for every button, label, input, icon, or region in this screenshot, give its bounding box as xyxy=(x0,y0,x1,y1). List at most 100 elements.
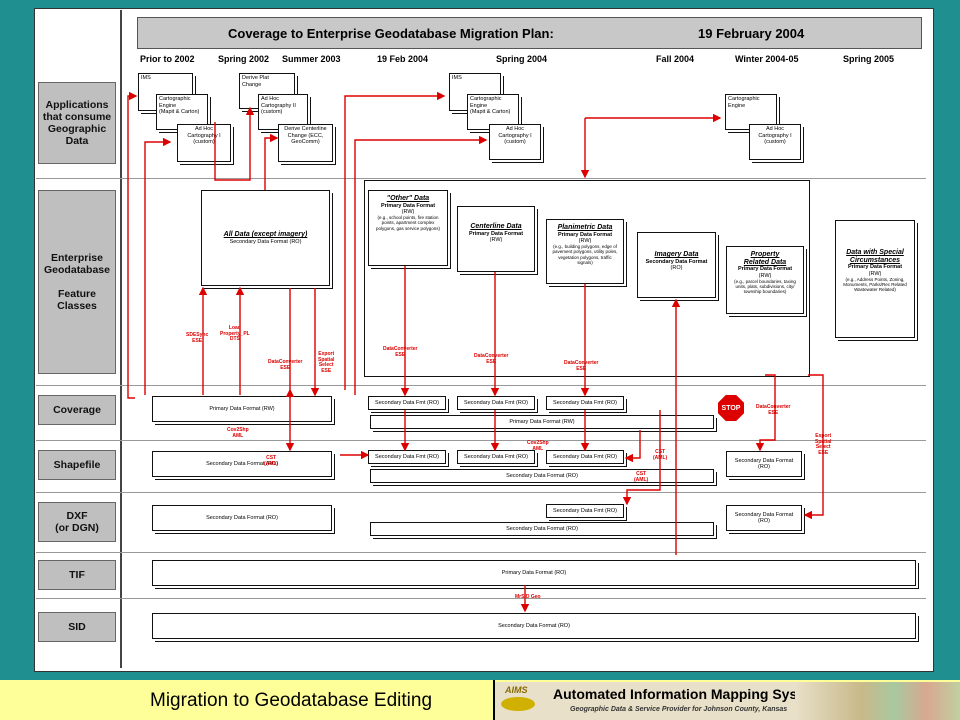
arrow xyxy=(214,106,255,181)
row-divider xyxy=(36,385,926,386)
title-bar: Coverage to Enterprise Geodatabase Migra… xyxy=(137,17,922,49)
sdesync-label: SDESync ESE xyxy=(186,332,209,344)
timeline-label: Fall 2004 xyxy=(656,54,695,64)
dxf-secondary-format: Secondary Data Format (RO) xyxy=(152,505,332,531)
stop-sign-icon: STOP xyxy=(718,395,744,421)
centerline-format: Primary Data Format xyxy=(468,230,524,237)
app-cartographic-engine: Cartographic Engine (Mapit & Carton) xyxy=(156,94,208,130)
coverage-secondary-fmt: Secondary Data Fmt (RO) xyxy=(368,396,446,410)
coverage-primary-wide: Primary Data Format (RW) xyxy=(370,415,714,429)
other-data-format: Primary Data Format xyxy=(380,202,436,209)
shapefile-secondary-format: Secondary Data Format (RO) xyxy=(152,451,332,477)
export-spatial-label: Export Spatial Select ESE xyxy=(318,351,335,374)
all-data-format: Secondary Data Format (RO) xyxy=(229,238,302,245)
category-shapefile: Shapefile xyxy=(38,450,116,480)
cov2shp-label: Cov2Shp AML xyxy=(227,427,249,439)
category-tif: TIF xyxy=(38,560,116,590)
dataconverter-label: DataConverter ESE xyxy=(474,353,509,365)
coverage-secondary-fmt: Secondary Data Fmt (RO) xyxy=(546,396,624,410)
dataconverter-label: DataConverter ESE xyxy=(756,404,791,416)
all-data-box: All Data (except imagery) Secondary Data… xyxy=(201,190,330,286)
special-format: Primary Data Format xyxy=(847,264,903,271)
page-title: Coverage to Enterprise Geodatabase Migra… xyxy=(228,25,554,41)
row-divider xyxy=(36,492,926,493)
arrow xyxy=(803,374,824,520)
app-ad-hoc-cartography-2004: Ad Hoc Cartography I (custom) xyxy=(489,124,541,160)
cst-label: CST (AML) xyxy=(653,449,668,461)
logo-map-image xyxy=(795,682,960,720)
arrow xyxy=(144,137,172,395)
planimetric-desc: (e.g., building polygons, edge of paveme… xyxy=(552,244,618,265)
timeline-label: Winter 2004-05 xyxy=(735,54,799,64)
arrow xyxy=(264,133,279,190)
row-divider xyxy=(36,598,926,599)
shapefile-right-format: Secondary Data Format (RO) xyxy=(726,451,802,477)
logo-subtitle: Geographic Data & Service Provider for J… xyxy=(570,706,788,713)
other-data-box: "Other" Data Primary Data Format (RW) (e… xyxy=(368,190,448,266)
logo-title: Automated Information Mapping System xyxy=(553,686,823,702)
dxf-right-format: Secondary Data Format (RO) xyxy=(726,505,802,531)
property-title: Property Related Data xyxy=(743,251,787,266)
tif-primary-format: Primary Data Format (RO) xyxy=(152,560,916,586)
timeline-label: Spring 2004 xyxy=(496,54,548,64)
timeline-label: Spring 2002 xyxy=(218,54,270,64)
dataconverter-label: DataConverter ESE xyxy=(564,360,599,372)
imagery-ro: (RO) xyxy=(670,265,683,271)
other-data-rw: (RW) xyxy=(401,209,415,215)
special-data-box: Data with Special Circumstances Primary … xyxy=(835,220,915,338)
page-date: 19 February 2004 xyxy=(698,25,805,41)
footer-title: Migration to Geodatabase Editing xyxy=(150,690,433,711)
planimetric-data-box: Planimetric Data Primary Data Format (RW… xyxy=(546,219,624,284)
dxf-secondary-fmt: Secondary Data Fmt (RO) xyxy=(546,504,624,518)
row-divider xyxy=(36,552,926,553)
category-dxf: DXF (or DGN) xyxy=(38,502,116,542)
planimetric-rw: (RW) xyxy=(578,238,592,244)
special-rw: (RW) xyxy=(868,270,882,277)
app-ad-hoc-cartography: Ad Hoc Cartography I (custom) xyxy=(177,124,231,162)
coverage-primary-format: Primary Data Format (RW) xyxy=(152,396,332,422)
category-coverage: Coverage xyxy=(38,395,116,425)
timeline-label: 19 Feb 2004 xyxy=(377,54,429,64)
imagery-data-box: Imagery Data Secondary Data Format (RO) xyxy=(637,232,716,298)
arrow xyxy=(622,410,661,506)
centerline-title: Centerline Data xyxy=(470,223,522,230)
cst-label: CST (AML) xyxy=(264,455,279,467)
category-divider xyxy=(120,10,122,668)
all-data-title: All Data (except imagery) xyxy=(223,231,308,238)
category-enterprise-geodatabase: Enterprise Geodatabase Feature Classes xyxy=(38,190,116,374)
centerline-data-box: Centerline Data Primary Data Format (RW) xyxy=(457,206,535,272)
row-divider xyxy=(36,178,926,179)
property-rw: (RW) xyxy=(758,272,772,279)
arrow xyxy=(354,135,488,395)
export-spatial-label: Export Spatial Select ESE xyxy=(815,433,832,456)
cst-label: CST (AML) xyxy=(634,471,649,483)
dataconverter-label: DataConverter ESE xyxy=(268,359,303,371)
app-derive-centerline: Derive Centerline Change (ECC, GeoComm) xyxy=(278,124,333,162)
category-sid: SID xyxy=(38,612,116,642)
footer-divider xyxy=(493,680,495,720)
property-desc: (e.g., parcel boundaries, taxing units, … xyxy=(734,279,796,295)
dataconverter-label: DataConverter ESE xyxy=(383,346,418,358)
other-data-title: "Other" Data xyxy=(386,195,430,202)
aims-logo: AIMS Automated Information Mapping Syste… xyxy=(495,682,960,720)
logo-abbr: AIMS xyxy=(505,685,528,695)
timeline-label: Prior to 2002 xyxy=(140,54,195,64)
arrow xyxy=(344,91,446,390)
imagery-title: Imagery Data xyxy=(654,251,699,258)
centerline-rw: (RW) xyxy=(489,237,503,243)
cov2shp-label: Cov2Shp AML xyxy=(527,440,549,452)
sid-secondary-format: Secondary Data Format (RO) xyxy=(152,613,916,639)
other-data-desc: (e.g., school points, fire station point… xyxy=(375,215,441,231)
shapefile-secondary-wide: Secondary Data Format (RO) xyxy=(370,469,714,483)
arrow xyxy=(127,91,138,399)
arrow xyxy=(755,374,776,452)
special-desc: (e.g., Address Points, Zoning, Monuments… xyxy=(843,277,907,293)
arrow xyxy=(624,430,641,463)
special-title: Data with Special Circumstances xyxy=(846,249,904,264)
planimetric-format: Primary Data Format xyxy=(557,231,613,238)
planimetric-title: Planimetric Data xyxy=(557,224,613,231)
imagery-format: Secondary Data Format xyxy=(645,258,708,265)
timeline-label: Summer 2003 xyxy=(282,54,341,64)
property-data-box: Property Related Data Primary Data Forma… xyxy=(726,246,804,314)
